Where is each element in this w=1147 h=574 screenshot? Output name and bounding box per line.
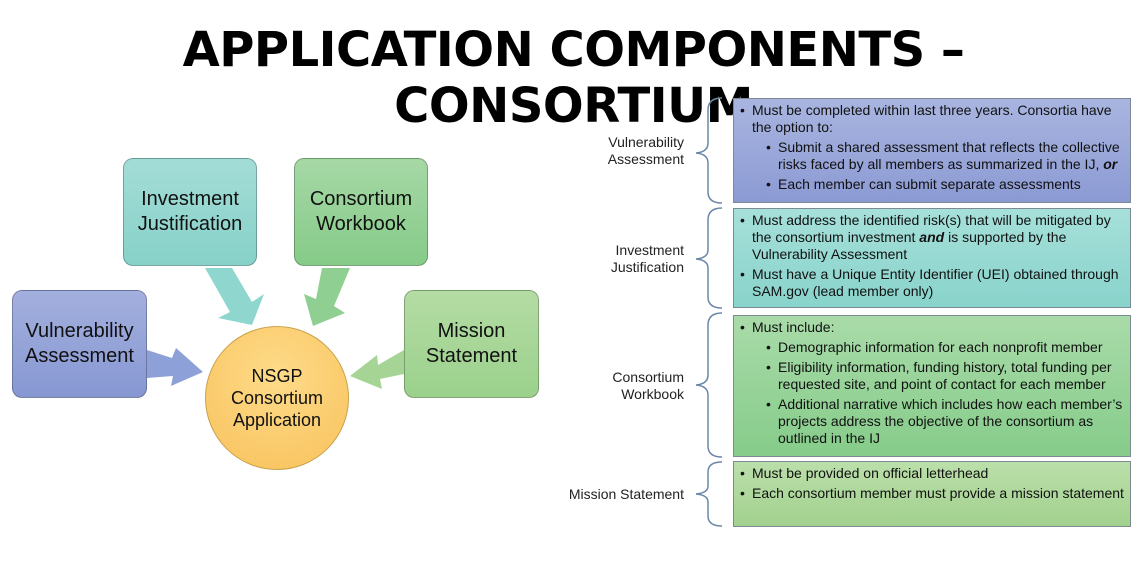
label-line: Consortium (612, 369, 684, 385)
bullet-text: Eligibility information, funding history… (778, 359, 1112, 392)
bullet: Must be completed within last three year… (738, 102, 1124, 193)
sub-bullet: Eligibility information, funding history… (764, 359, 1124, 393)
arrow-investment (205, 268, 264, 325)
bullet-text: Each consortium member must provide a mi… (752, 485, 1124, 501)
bullet-text: Must have a Unique Entity Identifier (UE… (752, 266, 1119, 299)
center-line: Application (232, 410, 322, 430)
label-line: Workbook (621, 386, 684, 402)
bullet: Must be provided on official letterhead (738, 465, 1124, 482)
slide-title: APPLICATION COMPONENTS – CONSORTIUM (182, 22, 965, 134)
node-line: Statement (425, 345, 518, 367)
bullet-text: Must address the identified risk(s) that… (752, 212, 1111, 245)
arrow-mission (350, 350, 404, 389)
bullet-emphasis: or (1103, 156, 1118, 172)
bullet-text: Demographic information for each nonprof… (778, 339, 1103, 355)
label-mission-statement: Mission Statement (569, 486, 684, 503)
bullet-text: is supported by the Vulnerability Assess… (752, 229, 1067, 262)
bullet: Each consortium member must provide a mi… (738, 485, 1124, 502)
arrow-workbook (304, 268, 350, 326)
sub-bullet: Demographic information for each nonprof… (764, 339, 1124, 356)
brace-mission (695, 461, 723, 527)
bullet-text: Must include: (752, 319, 835, 335)
arrow-vulnerability (147, 348, 203, 386)
node-line: Assessment (25, 345, 134, 367)
bullet: Must have a Unique Entity Identifier (UE… (738, 266, 1124, 300)
bullet-text: Additional narrative which includes how … (778, 396, 1123, 446)
sub-bullet: Submit a shared assessment that reflects… (764, 139, 1124, 173)
bullet-text: Must be provided on official letterhead (752, 465, 989, 481)
label-line: Investment (615, 242, 684, 258)
sub-bullet: Each member can submit separate assessme… (764, 176, 1124, 193)
node-line: Workbook (316, 213, 406, 235)
bullet: Must include: Demographic information fo… (738, 319, 1124, 447)
brace-vulnerability (695, 97, 723, 204)
center-line: NSGP (251, 366, 303, 386)
bullet-text: Each member can submit separate assessme… (778, 176, 1081, 192)
label-line: Assessment (607, 151, 684, 167)
bullet-text: Must be completed within last three year… (752, 102, 1112, 135)
sub-bullet: Additional narrative which includes how … (764, 396, 1124, 447)
node-line: Vulnerability (25, 320, 134, 342)
label-line: Justification (610, 259, 684, 275)
panel-vulnerability-assessment: Must be completed within last three year… (733, 98, 1131, 203)
panel-consortium-workbook: Must include: Demographic information fo… (733, 315, 1131, 457)
label-line: Vulnerability (608, 134, 684, 150)
diagram-arrows (147, 268, 404, 389)
label-line: Mission Statement (568, 486, 684, 502)
brace-workbook (695, 312, 723, 458)
node-line: Justification (137, 213, 243, 235)
bullet-emphasis: and (919, 229, 945, 245)
center-line: Consortium (230, 388, 324, 408)
bullet-text: Submit a shared assessment that reflects… (778, 139, 1120, 172)
brace-investment (695, 207, 723, 309)
panel-mission-statement: Must be provided on official letterhead … (733, 461, 1131, 527)
node-line: Consortium (309, 188, 413, 210)
node-line: Mission (437, 320, 506, 342)
bullet: Must address the identified risk(s) that… (738, 212, 1124, 263)
panel-investment-justification: Must address the identified risk(s) that… (733, 208, 1131, 308)
node-line: Investment (141, 188, 239, 210)
